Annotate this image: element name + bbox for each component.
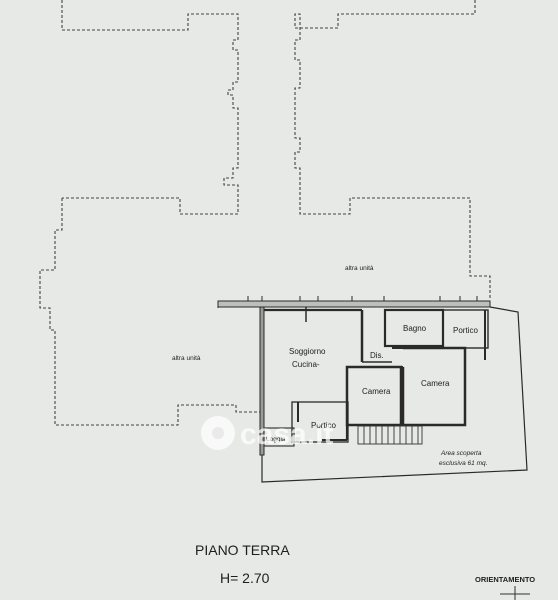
unit-walls — [217, 296, 528, 483]
room-label-portico-bottom: Portico — [311, 421, 336, 430]
orientation-label: ORIENTAMENTO — [475, 575, 535, 584]
room-label-loggia: Loggia — [266, 436, 286, 443]
neighbor-top-label: altra unità — [345, 265, 374, 272]
camera-1-walls — [345, 365, 403, 427]
neighbor-left-outline — [39, 198, 260, 426]
camera-2-walls — [401, 346, 467, 427]
floor-height: H= 2.70 — [220, 570, 270, 586]
watermark-text: casa.it — [240, 418, 333, 451]
outdoor-area-outline — [261, 306, 528, 483]
room-label-bagno: Bagno — [403, 324, 427, 333]
loggia-walls — [263, 427, 295, 447]
neighbor-top-right-outline — [294, 0, 491, 300]
outdoor-area-label-line2: esclusiva 61 mq. — [439, 460, 488, 467]
neighbor-left-label: altra unità — [172, 355, 201, 362]
north-arrow-icon — [500, 586, 530, 600]
outdoor-area-label-line1: Area scoperta — [440, 450, 482, 457]
room-label-portico-right: Portico — [453, 326, 478, 335]
room-label-soggiorno: Soggiorno — [289, 347, 326, 356]
watermark: casa.it — [201, 416, 333, 451]
steps — [357, 425, 423, 445]
portico-bottom-walls — [291, 401, 349, 443]
neighbor-outlines — [39, 0, 491, 426]
room-label-cucina: Cucina- — [292, 360, 320, 369]
room-label-camera-1: Camera — [362, 387, 391, 396]
top-party-wall — [217, 300, 491, 308]
room-label-camera-2: Camera — [421, 379, 450, 388]
neighbor-top-left-outline — [61, 0, 239, 215]
floor-title: PIANO TERRA — [195, 542, 290, 558]
room-label-dis: Dis. — [370, 351, 384, 360]
